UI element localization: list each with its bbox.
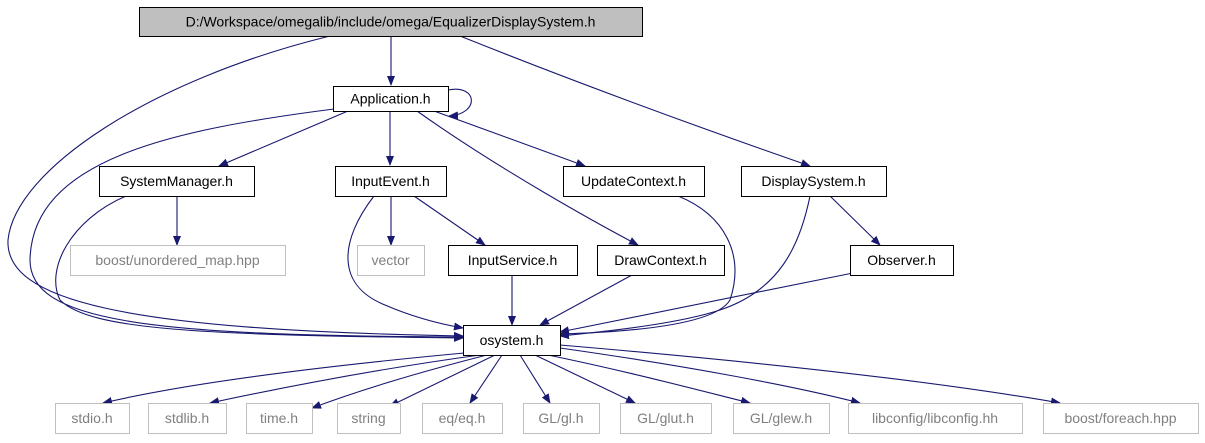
node-label: DisplaySystem.h (761, 173, 865, 189)
node-box (148, 403, 227, 434)
node-systemmanager[interactable]: SystemManager.h (99, 166, 255, 197)
node-label: osystem.h (480, 332, 544, 348)
node-label: eq/eq.h (439, 410, 486, 426)
edge-inputevent-to-osystem (347, 195, 464, 331)
node-stdio: stdio.h (55, 403, 130, 434)
node-box (335, 166, 447, 197)
node-label: InputEvent.h (351, 173, 430, 189)
edge-root-to-displaysystem (459, 35, 811, 167)
edge-application-to-systemmanager (218, 110, 349, 167)
node-label: InputService.h (468, 252, 558, 268)
node-label: vector (371, 252, 409, 268)
node-time: time.h (246, 403, 313, 434)
node-box (741, 166, 887, 197)
edge-observer-to-osystem (559, 272, 854, 335)
edge-displaysystem-to-osystem (559, 195, 811, 340)
node-label: UpdateContext.h (581, 173, 686, 189)
edge-osystem-to-stdio (102, 351, 476, 405)
node-libconfig: libconfig/libconfig.hh (848, 403, 1023, 434)
edge-osystem-to-glut (534, 354, 636, 404)
node-stdlib: stdlib.h (148, 403, 227, 434)
node-label: string (351, 410, 385, 426)
node-box (357, 245, 425, 276)
node-foreach: boost/foreach.hpp (1043, 403, 1199, 434)
node-osystem[interactable]: osystem.h (463, 325, 561, 356)
node-label: stdlib.h (165, 410, 209, 426)
node-label: GL/glew.h (750, 410, 812, 426)
node-box (523, 403, 600, 434)
node-box (422, 403, 503, 434)
node-box (337, 403, 401, 434)
node-box (597, 245, 725, 276)
edge-application-to-updatecontext (433, 110, 586, 167)
edge-osystem-to-gl (519, 354, 551, 404)
node-inputservice[interactable]: InputService.h (448, 245, 578, 276)
edge-osystem-to-stdlib (209, 354, 481, 406)
edge-displaysystem-to-observer (829, 195, 881, 246)
node-box (55, 403, 130, 434)
node-label: Observer.h (867, 252, 935, 268)
edge-inputevent-to-inputservice (413, 195, 486, 246)
edge-drawcontext-to-osystem (539, 274, 633, 326)
node-unordered_map: boost/unordered_map.hpp (70, 245, 286, 276)
node-box (99, 166, 255, 197)
edge-root-to-osystem (7, 35, 464, 340)
node-label: SystemManager.h (120, 173, 233, 189)
node-observer[interactable]: Observer.h (850, 245, 954, 276)
node-box (463, 325, 561, 356)
node-inputevent[interactable]: InputEvent.h (335, 166, 447, 197)
node-gl: GL/gl.h (523, 403, 600, 434)
node-label: libconfig/libconfig.hh (872, 410, 998, 426)
edge-application-to-osystem (29, 108, 464, 341)
node-box (333, 86, 449, 112)
node-drawcontext[interactable]: DrawContext.h (597, 245, 725, 276)
node-box (563, 166, 705, 197)
node-vector: vector (357, 245, 425, 276)
node-label: Application.h (350, 91, 430, 107)
node-box (70, 245, 286, 276)
node-label: GL/gl.h (538, 410, 583, 426)
edge-osystem-to-time (311, 354, 488, 409)
edge-osystem-to-glew (547, 354, 751, 405)
node-label: boost/unordered_map.hpp (95, 252, 259, 268)
edge-systemmanager-to-osystem (55, 195, 464, 342)
node-root[interactable]: D:/Workspace/omegalib/include/omega/Equa… (139, 7, 643, 37)
node-box (448, 245, 578, 276)
edge-application-to-drawcontext (416, 110, 639, 246)
edge-osystem-to-foreach (559, 344, 1061, 406)
edge-osystem-to-libconfig (559, 347, 861, 405)
node-label: GL/glut.h (637, 410, 694, 426)
edges-layer (7, 35, 1061, 409)
node-label: time.h (260, 410, 298, 426)
node-box (1043, 403, 1199, 434)
node-updatecontext[interactable]: UpdateContext.h (563, 166, 705, 197)
edge-osystem-to-string (389, 354, 496, 407)
node-box (848, 403, 1023, 434)
node-application[interactable]: Application.h (333, 86, 449, 112)
nodes-layer: D:/Workspace/omegalib/include/omega/Equa… (55, 7, 1199, 434)
edge-application-to-application (447, 88, 472, 120)
node-displaysystem[interactable]: DisplaySystem.h (741, 166, 887, 197)
node-glut: GL/glut.h (620, 403, 712, 434)
node-eq: eq/eq.h (422, 403, 503, 434)
node-label: boost/foreach.hpp (1064, 410, 1176, 426)
node-label: stdio.h (71, 410, 112, 426)
node-label: D:/Workspace/omegalib/include/omega/Equa… (186, 14, 596, 30)
edge-updatecontext-to-osystem (559, 195, 736, 338)
node-box (620, 403, 712, 434)
node-string: string (337, 403, 401, 434)
node-box (850, 245, 954, 276)
node-box (139, 7, 643, 37)
node-label: DrawContext.h (614, 252, 707, 268)
edge-osystem-to-eq (469, 354, 503, 404)
node-box (733, 403, 830, 434)
node-box (246, 403, 313, 434)
node-glew: GL/glew.h (733, 403, 830, 434)
